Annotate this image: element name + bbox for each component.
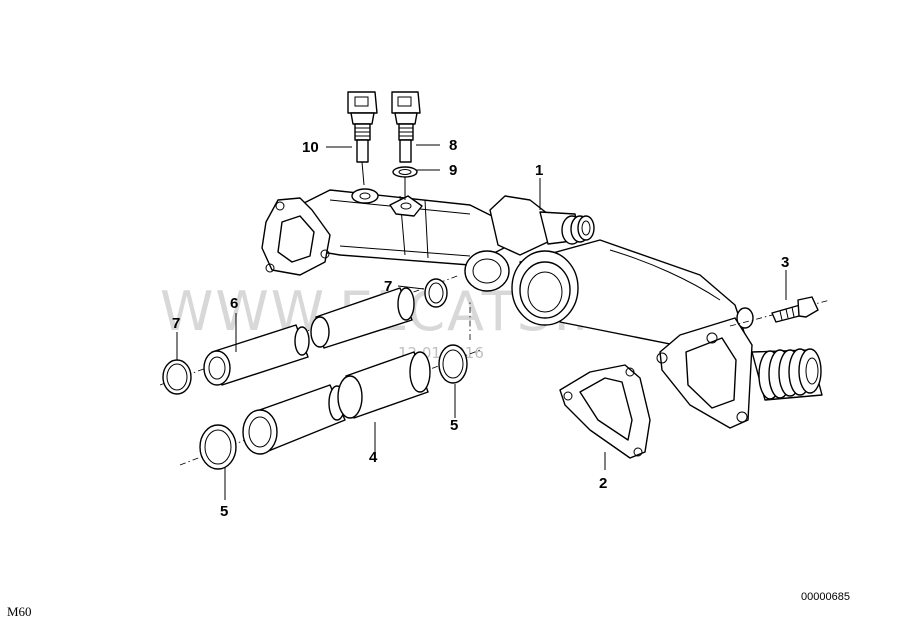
callout-8: 8: [449, 137, 457, 154]
part-gasket: [559, 364, 651, 459]
part-o-ring-5-left: [199, 424, 237, 470]
callout-6: 6: [230, 295, 238, 312]
leader-lines: [176, 144, 787, 500]
part-sealing-ring-9: [392, 166, 418, 200]
model-code-label: M60: [7, 604, 32, 619]
part-temperature-sensor-10: [347, 91, 378, 186]
part-o-ring-7-right: [424, 278, 448, 308]
part-o-ring-5-right: [438, 344, 468, 384]
callout-5-right: 5: [450, 417, 458, 434]
callout-2: 2: [599, 475, 607, 492]
callout-4: 4: [369, 449, 378, 466]
callout-7-right: 7: [384, 278, 392, 295]
part-o-ring-7-left: [162, 359, 192, 395]
part-coolant-manifold: [261, 188, 823, 429]
callout-5-left: 5: [220, 503, 228, 520]
lower-hose-spigot: [751, 348, 823, 401]
part-bolt: [729, 296, 831, 327]
part-temperature-sensor-8: [391, 91, 421, 163]
callout-7-left: 7: [172, 315, 180, 332]
callout-3: 3: [781, 254, 789, 271]
callout-1: 1: [535, 162, 543, 179]
diagram-id-label: 00000685: [801, 591, 850, 603]
callout-10: 10: [302, 139, 319, 156]
part-pipe-upper: [159, 274, 461, 386]
callout-9: 9: [449, 162, 457, 179]
upper-hose-spigot: [561, 215, 595, 245]
part-pipe-lower: [179, 349, 481, 466]
